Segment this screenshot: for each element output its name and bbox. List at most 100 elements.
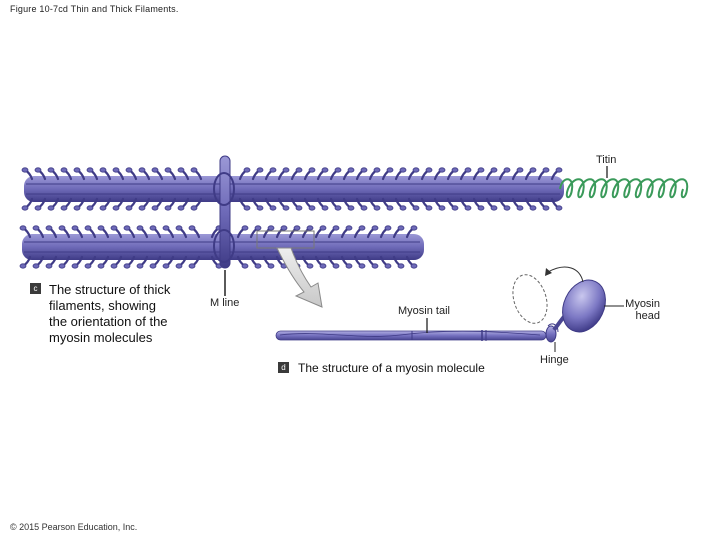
myosin-head-tip	[293, 225, 301, 231]
myosin-head-tip	[321, 205, 329, 211]
myosin-head-tip	[112, 167, 120, 173]
myosin-head-tip	[295, 167, 303, 173]
myosin-head-tip	[399, 167, 407, 173]
myosin-head-tip	[254, 225, 262, 231]
myosin-tail-label: Myosin tail	[398, 305, 450, 317]
myosin-head-tip	[73, 205, 81, 211]
myosin-head-tip	[60, 167, 68, 173]
myosin-head-tip	[162, 263, 170, 269]
myosin-head-tip	[464, 167, 472, 173]
myosin-head-tip	[308, 167, 316, 173]
myosin-head-tip	[60, 205, 68, 211]
myosin-head-tip	[254, 263, 262, 269]
myosin-head-tip	[190, 205, 198, 211]
myosin-head-tip	[71, 263, 79, 269]
myosin-head-tip	[373, 205, 381, 211]
myosin-head-tip	[503, 167, 511, 173]
myosin-head-tip	[86, 205, 94, 211]
myosin-head-tip	[45, 225, 53, 231]
myosin-head-tip	[529, 205, 537, 211]
myosin-head-tip	[371, 225, 379, 231]
panel-c-caption-line: the orientation of the	[49, 314, 168, 329]
myosin-head-tip	[110, 225, 118, 231]
myosin-head-tip	[490, 167, 498, 173]
myosin-head-tip	[151, 205, 159, 211]
myosin-head-tip	[386, 167, 394, 173]
myosin-head-tip	[138, 205, 146, 211]
myosin-head-tip	[477, 205, 485, 211]
myosin-head-label-line2: head	[635, 310, 660, 322]
myosin-head-tip	[269, 167, 277, 173]
myosin-head-tip	[97, 263, 105, 269]
myosin-head-tip	[71, 225, 79, 231]
myosin-head-tip	[99, 205, 107, 211]
myosin-head-tip	[360, 167, 368, 173]
myosin-head-tip	[358, 263, 366, 269]
myosin-head-tip	[555, 205, 563, 211]
myosin-head-tip	[34, 205, 42, 211]
myosin-head-tip	[21, 167, 29, 173]
myosin-head-tip	[19, 225, 27, 231]
thick-filament-upper	[21, 167, 564, 211]
myosin-head-tip	[125, 167, 133, 173]
myosin-head-tip	[47, 167, 55, 173]
m-line	[213, 155, 235, 296]
myosin-head-tip	[99, 167, 107, 173]
myosin-head-tip	[164, 205, 172, 211]
panel-c-caption-line: myosin molecules	[49, 330, 153, 345]
titin-spring	[559, 178, 689, 199]
myosin-head-tip	[177, 205, 185, 211]
myosin-head-tip	[267, 225, 275, 231]
myosin-head-tip	[332, 225, 340, 231]
myosin-head-tip	[384, 263, 392, 269]
myosin-head-tip	[384, 225, 392, 231]
myosin-head-tip	[162, 225, 170, 231]
myosin-head-tip	[243, 205, 251, 211]
myosin-head-tip	[45, 263, 53, 269]
myosin-head-tip	[188, 263, 196, 269]
myosin-head-tip	[34, 167, 42, 173]
myosin-head-tip	[332, 263, 340, 269]
myosin-head-tip	[151, 167, 159, 173]
myosin-head-tip	[136, 225, 144, 231]
zoom-arrow	[276, 247, 323, 308]
panel-c-badge: c	[30, 283, 41, 294]
myosin-head-tip	[175, 263, 183, 269]
myosin-head-tip	[334, 205, 342, 211]
panel-d-badge: d	[278, 362, 289, 373]
myosin-head-tip	[84, 263, 92, 269]
myosin-head-tip	[412, 167, 420, 173]
myosin-head-tip	[243, 167, 251, 173]
figure-title: Figure 10-7cd Thin and Thick Filaments.	[10, 4, 179, 14]
myosin-head-tip	[516, 205, 524, 211]
myosin-head-tip	[97, 225, 105, 231]
myosin-head-tip	[306, 225, 314, 231]
myosin-head-tip	[125, 205, 133, 211]
myosin-head-tip	[397, 225, 405, 231]
myosin-head-tip	[410, 263, 418, 269]
myosin-head-tip	[86, 167, 94, 173]
myosin-head-tip	[438, 167, 446, 173]
myosin-head-tip	[412, 205, 420, 211]
hinge-label: Hinge	[540, 354, 569, 366]
myosin-head-tip	[371, 263, 379, 269]
myosin-head-tip	[334, 167, 342, 173]
myosin-head-tip	[282, 167, 290, 173]
myosin-head-tip	[397, 263, 405, 269]
myosin-head-tip	[451, 205, 459, 211]
myosin-head-tip	[241, 225, 249, 231]
myosin-head-tip	[542, 205, 550, 211]
copyright-notice: © 2015 Pearson Education, Inc.	[10, 522, 138, 532]
myosin-head-tip	[386, 205, 394, 211]
myosin-molecule	[275, 166, 624, 352]
myosin-head-tip	[241, 263, 249, 269]
myosin-head-tip	[188, 225, 196, 231]
myosin-head-tip	[425, 205, 433, 211]
myosin-head-tip	[58, 263, 66, 269]
myosin-heads-lower	[19, 225, 418, 269]
panel-c-caption-line: filaments, showing	[49, 298, 156, 313]
myosin-head-tip	[295, 205, 303, 211]
myosin-head-tip	[149, 225, 157, 231]
